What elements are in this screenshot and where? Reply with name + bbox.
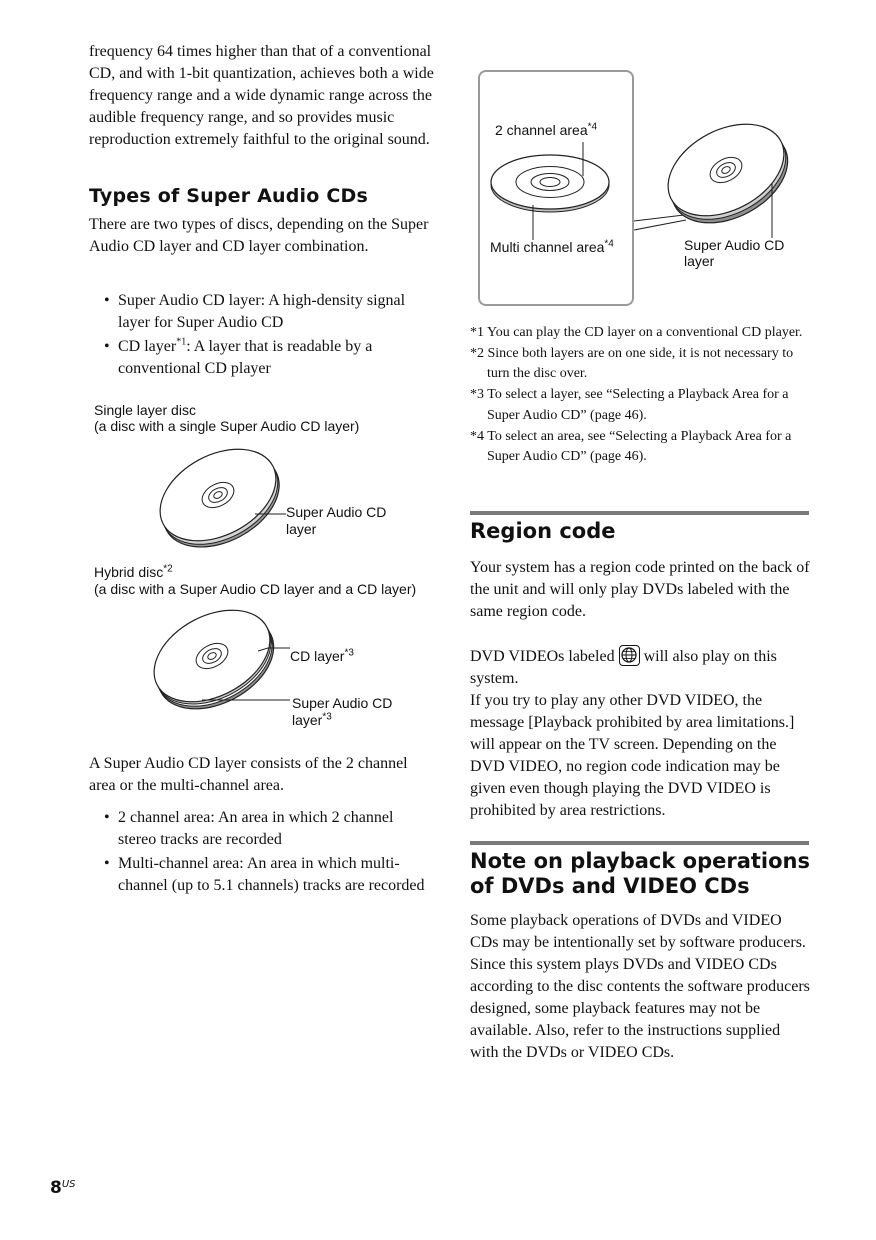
footnote-ref: *4 xyxy=(604,238,614,250)
region-paragraph-2: DVD VIDEOs labeled will also play on thi… xyxy=(470,645,810,822)
footnote-ref: *1 xyxy=(176,336,187,348)
footnote-1: *1 You can play the CD layer on a conven… xyxy=(470,325,803,340)
region-text-2-post: will also play on this system. xyxy=(470,648,777,687)
hybrid-sacd-label-2: layer*3 xyxy=(292,712,332,729)
area-bullet-list: • 2 channel area: An area in which 2 cha… xyxy=(89,807,434,897)
region-heading-text: Region code xyxy=(470,519,616,543)
single-disc-subtitle: (a disc with a single Super Audio CD lay… xyxy=(94,418,360,434)
footnote-2: *2 Since both layers are on one side, it… xyxy=(470,345,794,382)
region-heading: Region code xyxy=(470,519,810,544)
note-heading-text: Note on playback operations of DVDs and … xyxy=(470,849,810,898)
bullet-symbol: • xyxy=(104,338,110,355)
types-intro-text: There are two types of discs, depending … xyxy=(89,216,429,255)
footnote-4: *4 To select an area, see “Selecting a P… xyxy=(470,428,792,465)
layer-bullet-list: • Super Audio CD layer: A high-density s… xyxy=(89,290,434,380)
layer-text: A Super Audio CD layer consists of the 2… xyxy=(89,755,408,794)
intro-text: frequency 64 times higher than that of a… xyxy=(89,43,434,148)
page-number-suffix: US xyxy=(61,1179,76,1190)
types-heading-text: Types of Super Audio CDs xyxy=(89,185,368,207)
list-item: • 2 channel area: An area in which 2 cha… xyxy=(89,807,434,851)
list-item: • Multi-channel area: An area in which m… xyxy=(89,853,434,897)
hybrid-title-text: Hybrid disc xyxy=(94,564,164,580)
region-text-3: If you try to play any other DVD VIDEO, … xyxy=(470,692,795,819)
types-heading: Types of Super Audio CDs xyxy=(89,185,434,207)
region-all-globe-icon xyxy=(618,645,640,666)
list-item: • Super Audio CD layer: A high-density s… xyxy=(89,290,434,334)
multi-channel-area-label: Multi channel area*4 xyxy=(490,239,614,256)
cd-layer-label-text: CD layer xyxy=(290,648,345,664)
bullet-symbol: • xyxy=(104,855,110,872)
hybrid-disc-subtitle: (a disc with a Super Audio CD layer and … xyxy=(94,581,417,597)
footnote-ref: *4 xyxy=(587,121,598,133)
footnote-3: *3 To select a layer, see “Selecting a P… xyxy=(470,387,789,423)
note-text: Some playback operations of DVDs and VID… xyxy=(470,912,810,1061)
single-disc-title: Single layer disc xyxy=(94,402,196,418)
cd-layer-term: CD layer xyxy=(118,338,177,355)
footnotes: *1 You can play the CD layer on a conven… xyxy=(470,323,810,468)
single-sacd-label-1: Super Audio CD xyxy=(286,504,387,520)
diagram-sacd-label-2: layer xyxy=(684,253,715,269)
layer-paragraph: A Super Audio CD layer consists of the 2… xyxy=(89,753,434,797)
region-text-1: Your system has a region code printed on… xyxy=(470,559,810,620)
cd-layer-desc: : A layer that is readable by a conventi… xyxy=(118,338,373,377)
intro-paragraph: frequency 64 times higher than that of a… xyxy=(89,41,434,151)
bullet-symbol: • xyxy=(104,292,110,309)
page-number: 8US xyxy=(50,1178,76,1198)
hybrid-disc-illustration xyxy=(153,609,290,710)
two-channel-area-label: 2 channel area*4 xyxy=(495,122,597,139)
bullet-text: CD layer*1: A layer that is readable by … xyxy=(118,336,373,377)
single-disc-illustration xyxy=(159,448,286,548)
list-item: • CD layer*1: A layer that is readable b… xyxy=(89,336,434,380)
region-text-2-pre: DVD VIDEOs labeled xyxy=(470,648,615,665)
area-diagram-illustration xyxy=(490,123,789,240)
sacd-label-text: layer xyxy=(292,712,323,728)
region-heading-rule xyxy=(470,511,809,515)
region-paragraph-1: Your system has a region code printed on… xyxy=(470,557,810,623)
note-heading: Note on playback operations of DVDs and … xyxy=(470,849,810,899)
footnote-ref: *3 xyxy=(344,647,354,659)
two-channel-text: 2 channel area xyxy=(495,122,588,138)
region-text-2: DVD VIDEOs labeled will also play on thi… xyxy=(470,645,810,690)
bullet-text: Super Audio CD layer: A high-density sig… xyxy=(118,292,406,331)
types-intro: There are two types of discs, depending … xyxy=(89,214,434,258)
bullet-text: 2 channel area: An area in which 2 chann… xyxy=(118,809,394,848)
footnote-ref: *2 xyxy=(163,563,173,575)
note-heading-rule xyxy=(470,841,809,845)
multi-channel-text: Multi channel area xyxy=(490,239,605,255)
footnote-ref: *3 xyxy=(322,711,332,723)
hybrid-sacd-label-1: Super Audio CD xyxy=(292,695,393,711)
page-number-value: 8 xyxy=(50,1178,62,1198)
diagram-sacd-label-1: Super Audio CD xyxy=(684,237,785,253)
bullet-symbol: • xyxy=(104,809,110,826)
hybrid-disc-title: Hybrid disc*2 xyxy=(94,564,173,581)
bullet-text: Multi-channel area: An area in which mul… xyxy=(118,855,425,894)
note-paragraph: Some playback operations of DVDs and VID… xyxy=(470,910,810,1064)
single-sacd-label-2: layer xyxy=(286,521,317,537)
hybrid-cd-layer-label: CD layer*3 xyxy=(290,648,354,665)
